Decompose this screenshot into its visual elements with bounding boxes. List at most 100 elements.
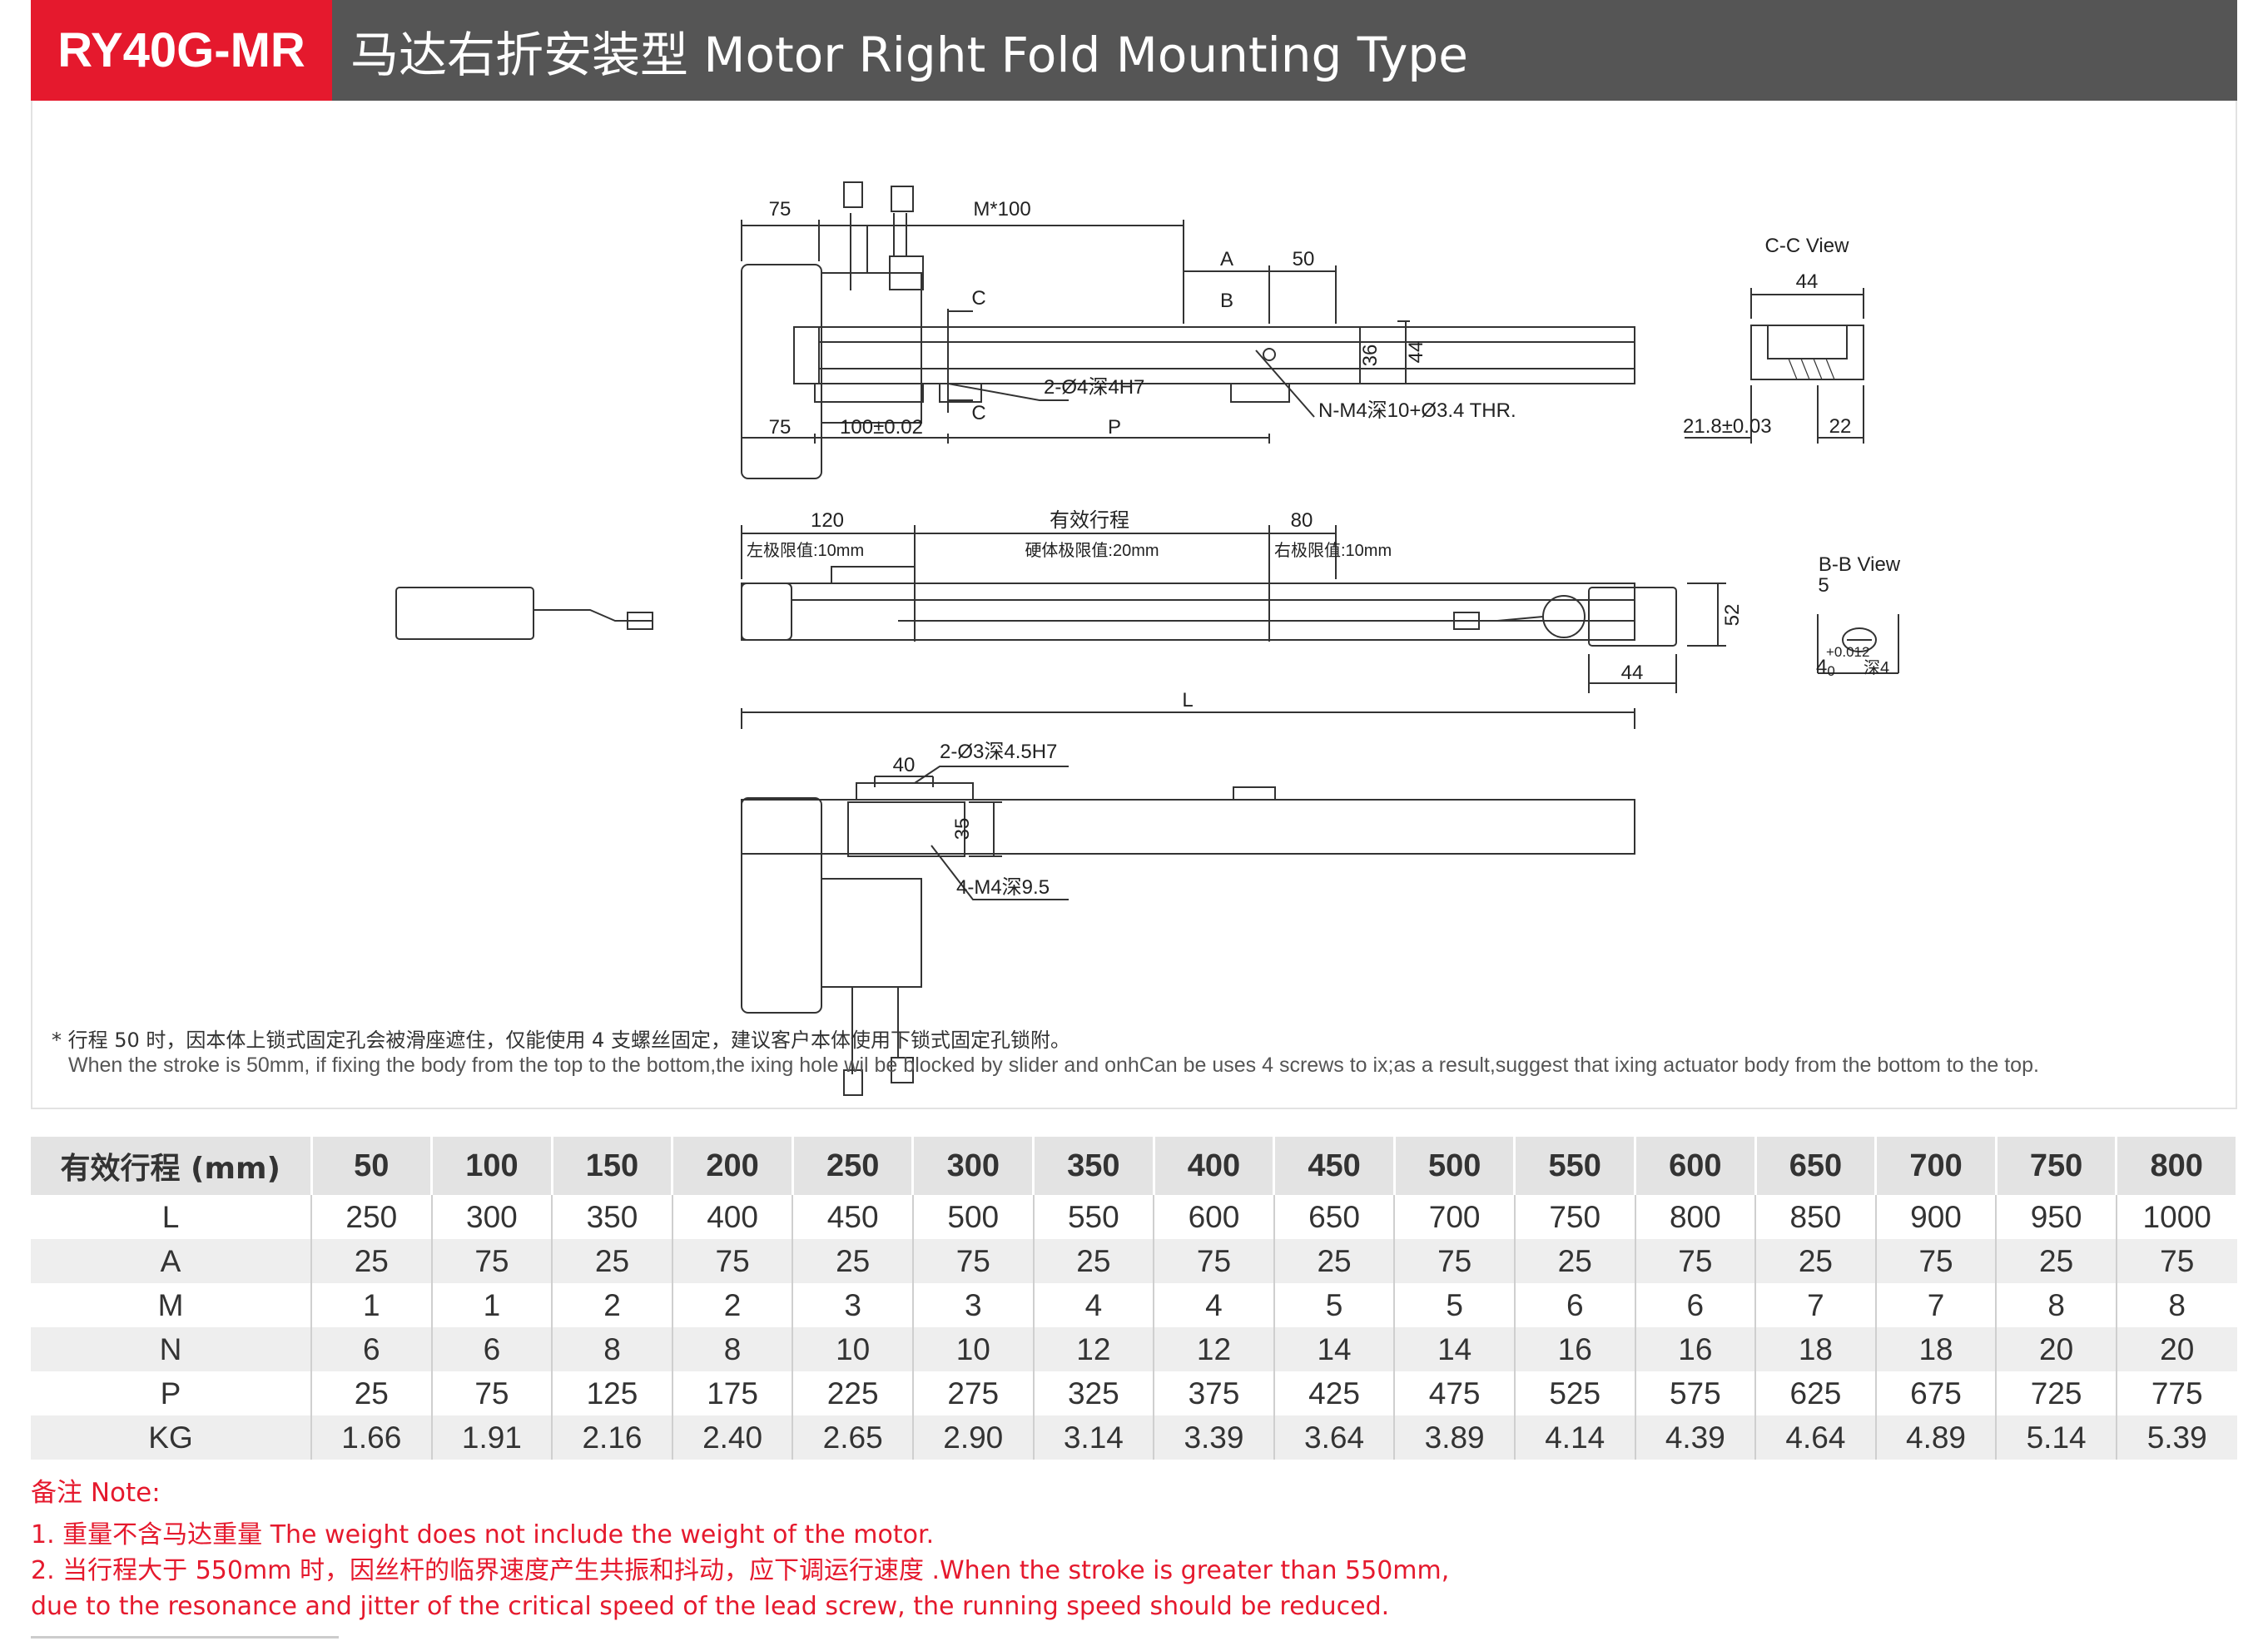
spec-cell: 575 [1635,1371,1757,1415]
side-dim-label-120: 120 [811,509,844,532]
spec-row-label: A [31,1239,312,1283]
spec-cell: 1 [431,1283,553,1327]
hole-label-2-3: 2-Ø3深4.5H7 [940,741,1057,763]
dim-line-36-44 [1352,320,1410,384]
footnote-zh: * 行程 50 时，因本体上锁式固定孔会被滑座遮住，仅能使用 4 支螺丝固定，建… [52,1029,1070,1052]
spec-cell: 8 [1996,1283,2117,1327]
spec-row-label: L [31,1195,312,1239]
spec-cell: 75 [1394,1239,1516,1283]
dim-line-a-50 [1184,265,1337,324]
bottom-dim-40 [874,776,934,787]
bb-dim-label-5: 5 [1818,574,1829,597]
spec-cell: 900 [1875,1195,1998,1239]
spec-col-header: 400 [1154,1137,1276,1195]
top-cables [850,213,907,290]
side-dim-label-80: 80 [1291,509,1313,532]
spec-cell: 75 [1875,1239,1998,1283]
bottom-view-drawing [741,708,1635,1096]
hole-label-4m4: 4-M4深9.5 [956,876,1050,899]
spec-cell: 5.39 [2116,1415,2237,1460]
bb-dim-4-sub: 0 [1827,663,1834,679]
end-view-dims [1588,583,1726,693]
cc-dim-44 [1750,288,1864,319]
side-right-limit: 右极限值:10mm [1274,541,1392,560]
bottom-dim-35 [969,801,1002,857]
bottom-dim-l [741,708,1635,729]
spec-cell: 75 [431,1239,553,1283]
bb-hole [1842,627,1877,652]
side-motor [741,583,792,641]
spec-cell: 25 [311,1371,433,1415]
spec-cell: 8 [672,1327,794,1371]
spec-cell: 850 [1755,1195,1877,1239]
spec-cell: 425 [1273,1371,1396,1415]
footnote-en: When the stroke is 50mm, if fixing the b… [68,1054,2039,1077]
label-b: B [1220,290,1233,312]
left-motor-plug [627,612,653,630]
bb-dim-4: 4 [1816,656,1827,678]
spec-cell: 3.64 [1273,1415,1396,1460]
spec-cell: 8 [2168,1287,2186,1322]
spec-cell: 6 [1514,1283,1636,1327]
notes-section: 备注 Note: 1. 重量不含马达重量 The weight does not… [31,1471,1449,1624]
spec-cell: 25 [1033,1239,1155,1283]
spec-cell: 4.64 [1755,1415,1877,1460]
cc-dim-label-21-8: 21.8±0.03 [1683,415,1772,438]
cc-dim-label-22: 22 [1829,415,1852,438]
spec-cell: 75 [1154,1239,1275,1283]
bottom-motor-body [741,797,822,1014]
spec-cell: 525 [1514,1371,1636,1415]
spec-cell: 500 [912,1195,1035,1239]
spec-col-header: 750 [1996,1137,2118,1195]
spec-cell: 950 [1996,1195,2117,1239]
bb-depth: 深4 [1864,658,1889,677]
leader-hole-nm4 [1255,350,1315,418]
spec-cell: 2.40 [672,1415,794,1460]
spec-col-header: 50 [311,1137,434,1195]
left-motor-body [395,587,534,640]
spec-col-header: 500 [1394,1137,1516,1195]
spec-col-header: 700 [1875,1137,1998,1195]
leader-hole-4m4 [931,845,1069,900]
spec-cell: 75 [431,1371,553,1415]
spec-col-header: 300 [912,1137,1035,1195]
spec-cell: 250 [311,1195,433,1239]
bottom-motor-mount [821,878,922,988]
dim-line-c [947,309,973,413]
dim-label-36: 36 [1359,345,1382,367]
spec-cell: 4 [1033,1283,1155,1327]
page-header: RY40G-MR 马达右折安装型 Motor Right Fold Mounti… [31,0,2237,101]
top-cable-plug-1 [843,181,863,208]
spec-cell: 350 [552,1195,673,1239]
bb-dim [1817,614,1899,674]
spec-cell: 5 [1394,1283,1516,1327]
spec-cell: 14 [1394,1327,1516,1371]
top-tab-left [814,383,924,403]
bottom-divider [31,1636,339,1639]
spec-row-label: M [31,1283,312,1327]
hole-label-nm4: N-M4深10+Ø3.4 THR. [1318,399,1516,422]
dim-line-bottom [741,434,1270,444]
note-line-1: 1. 重量不含马达重量 The weight does not include … [31,1520,935,1549]
spec-cell: 650 [1273,1195,1396,1239]
spec-cell: 2 [552,1283,673,1327]
spec-cell: 550 [1033,1195,1155,1239]
spec-cell: 8 [552,1327,673,1371]
end-view-drawing [1453,583,1726,693]
left-motor-drawing [395,587,653,640]
spec-cell: 1.66 [311,1415,433,1460]
spec-row-label: KG [31,1415,312,1460]
spec-cell: 14 [1273,1327,1396,1371]
label-c-top: C [971,287,985,310]
end-view-cable [1481,616,1544,622]
spec-cell: 175 [672,1371,794,1415]
spec-cell: 75 [2116,1239,2237,1283]
spec-cell: 3.89 [1394,1415,1516,1460]
top-cable-plug-2 [891,186,914,212]
spec-cell: 6 [311,1327,433,1371]
spec-col-header: 800 [2116,1137,2238,1195]
end-view-dim-52: 52 [1721,604,1744,627]
spec-col-header: 600 [1635,1137,1757,1195]
top-motor-body [741,264,822,479]
technical-drawing: 75 M*100 A 50 B C C 36 44 2-Ø4深4H7 N-M4深… [395,181,1901,1096]
